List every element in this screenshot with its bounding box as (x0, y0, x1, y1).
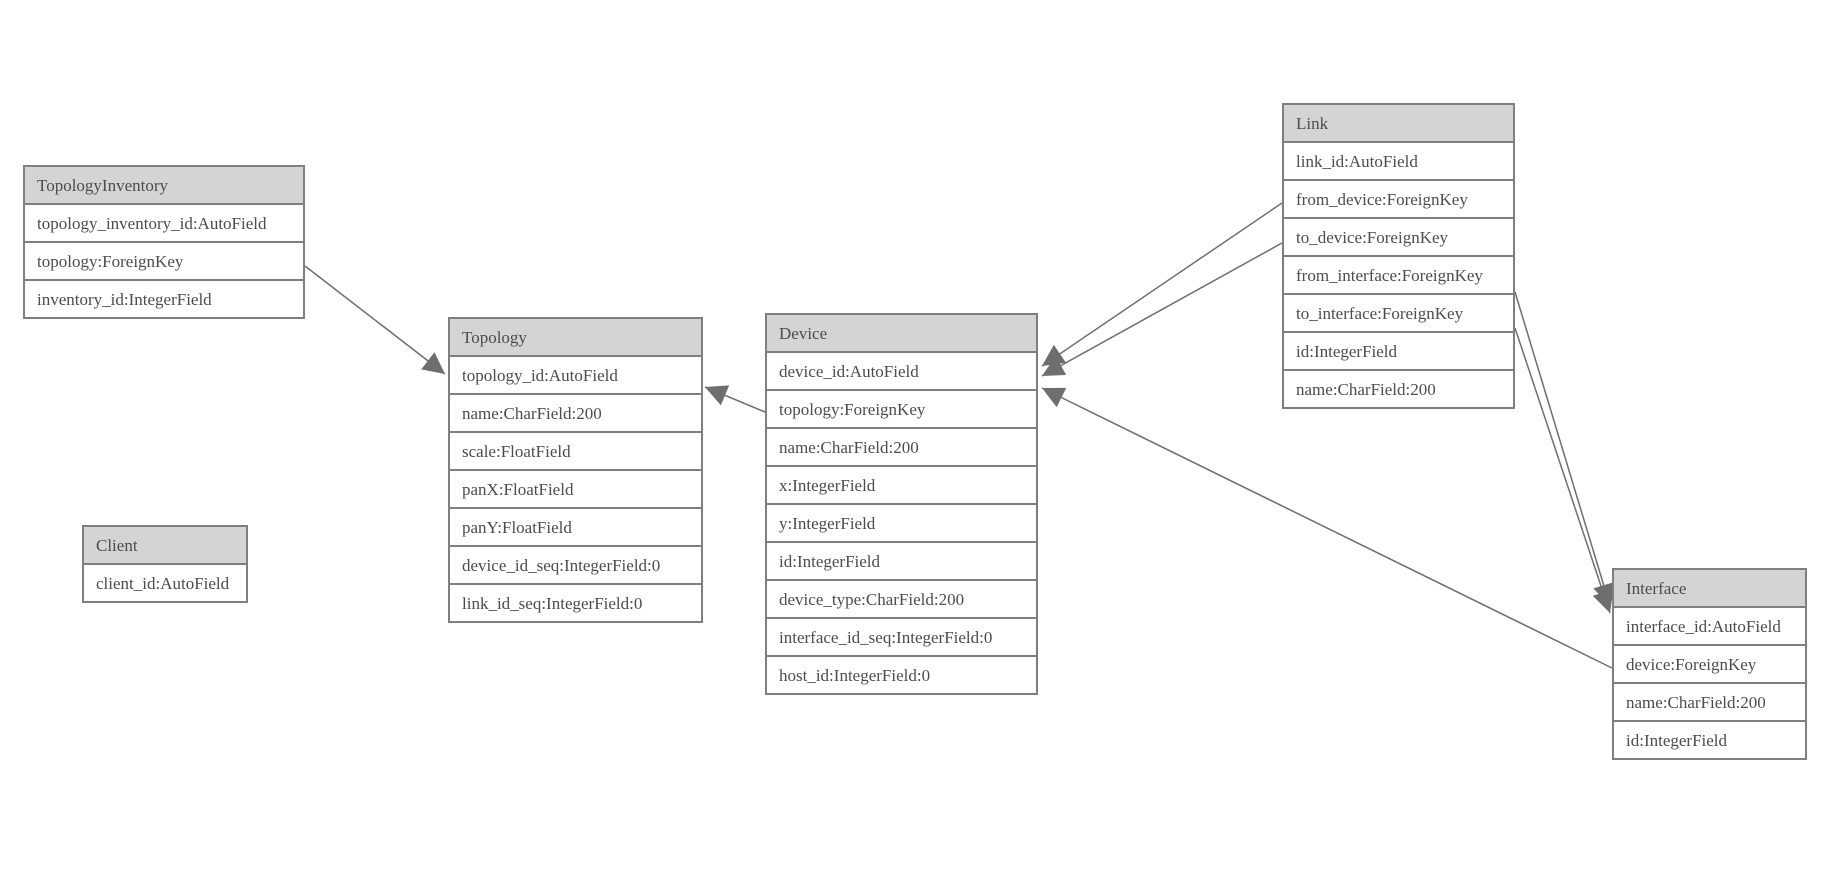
entity-table-interface: Interface interface_id:AutoField device:… (1612, 568, 1807, 760)
entity-field-row: interface_id:AutoField (1612, 606, 1807, 646)
relation-line-link-todevice-device (1041, 242, 1283, 377)
entity-field-row: inventory_id:IntegerField (23, 279, 305, 319)
entity-field-row: name:CharField:200 (1612, 682, 1807, 722)
entity-field-row: panX:FloatField (448, 469, 703, 509)
relation-line-topologyinventory-topology (304, 265, 446, 375)
entity-field-row: from_interface:ForeignKey (1282, 255, 1515, 295)
entity-field-row: topology_inventory_id:AutoField (23, 203, 305, 243)
entity-field-row: id:IntegerField (1612, 720, 1807, 760)
entity-field-row: name:CharField:200 (765, 427, 1038, 467)
entity-field-row: device_id:AutoField (765, 351, 1038, 391)
entity-field-row: to_interface:ForeignKey (1282, 293, 1515, 333)
entity-field-row: interface_id_seq:IntegerField:0 (765, 617, 1038, 657)
entity-field-row: id:IntegerField (765, 541, 1038, 581)
entity-table-device: Device device_id:AutoField topology:Fore… (765, 313, 1038, 695)
entity-header: TopologyInventory (23, 165, 305, 205)
entity-field-row: client_id:AutoField (82, 563, 248, 603)
entity-field-row: name:CharField:200 (1282, 369, 1515, 409)
entity-field-row: device_id_seq:IntegerField:0 (448, 545, 703, 585)
entity-field-row: topology:ForeignKey (23, 241, 305, 281)
entity-field-row: from_device:ForeignKey (1282, 179, 1515, 219)
entity-field-row: scale:FloatField (448, 431, 703, 471)
entity-header: Client (82, 525, 248, 565)
entity-field-row: device_type:CharField:200 (765, 579, 1038, 619)
entity-field-row: id:IntegerField (1282, 331, 1515, 371)
entity-field-row: device:ForeignKey (1612, 644, 1807, 684)
entity-header: Device (765, 313, 1038, 353)
relation-line-interface-device (1041, 387, 1613, 669)
entity-field-row: name:CharField:200 (448, 393, 703, 433)
entity-table-client: Client client_id:AutoField (82, 525, 248, 603)
entity-field-row: panY:FloatField (448, 507, 703, 547)
entity-header: Topology (448, 317, 703, 357)
entity-field-row: x:IntegerField (765, 465, 1038, 505)
entity-table-link: Link link_id:AutoField from_device:Forei… (1282, 103, 1515, 409)
entity-field-row: to_device:ForeignKey (1282, 217, 1515, 257)
relation-line-link-fromdevice-device (1041, 202, 1283, 367)
relation-line-link-frominterface-interface (1514, 291, 1615, 607)
entity-field-row: y:IntegerField (765, 503, 1038, 543)
relation-line-device-topology (704, 385, 766, 413)
entity-header: Link (1282, 103, 1515, 143)
entity-table-topologyinventory: TopologyInventory topology_inventory_id:… (23, 165, 305, 319)
entity-table-topology: Topology topology_id:AutoField name:Char… (448, 317, 703, 623)
relation-line-link-tointerface-interface (1514, 327, 1614, 614)
entity-field-row: topology_id:AutoField (448, 355, 703, 395)
entity-field-row: link_id:AutoField (1282, 141, 1515, 181)
entity-header: Interface (1612, 568, 1807, 608)
entity-field-row: link_id_seq:IntegerField:0 (448, 583, 703, 623)
entity-field-row: topology:ForeignKey (765, 389, 1038, 429)
entity-field-row: host_id:IntegerField:0 (765, 655, 1038, 695)
